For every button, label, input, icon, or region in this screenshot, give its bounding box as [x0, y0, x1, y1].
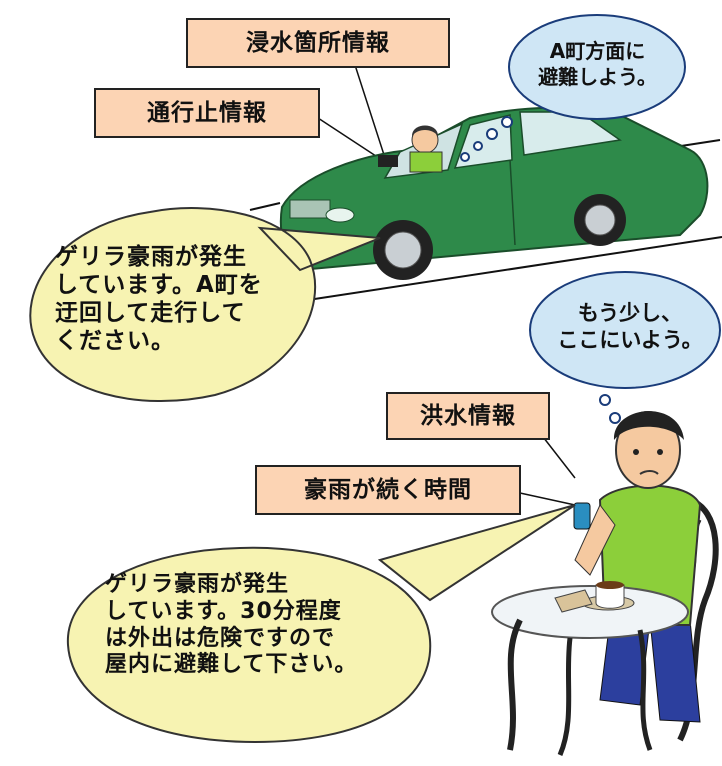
- navigation-message-line: ください。: [55, 328, 175, 355]
- person-thought-line: もう少し、: [577, 301, 683, 325]
- car-illustration: [279, 106, 709, 280]
- navigation-message-line: ゲリラ豪雨が発生: [55, 244, 247, 270]
- phone-message-line: ゲリラ豪雨が発生: [105, 572, 290, 597]
- driver-thought-bubble: [508, 14, 686, 120]
- navigation-message: ゲリラ豪雨が発生 しています。A町を 迂回して走行して ください。: [55, 243, 305, 355]
- phone-speech-bubble: [66, 504, 576, 744]
- road-closure-label: 通行止情報: [94, 88, 320, 138]
- person-thought-text: もう少し、 ここにいよう。: [540, 300, 720, 355]
- phone-message-line: しています。30分程度: [105, 598, 342, 624]
- phone-message-line: は外出は危険ですので: [105, 625, 336, 651]
- phone-message-line: 屋内に避難して下さい。: [105, 652, 358, 678]
- person-thought-bubble: [529, 271, 721, 389]
- driver-thought-text: A町方面に 避難しよう。: [520, 38, 675, 90]
- phone-message: ゲリラ豪雨が発生 しています。30分程度 は外出は危険ですので 屋内に避難して下…: [105, 572, 435, 679]
- navigation-message-line: しています。A町を: [55, 272, 263, 299]
- navigation-message-line: 迂回して走行して: [55, 300, 246, 327]
- flood-info-label: 洪水情報: [386, 392, 550, 440]
- cafe-table: [491, 581, 689, 756]
- rain-duration-label: 豪雨が続く時間: [255, 465, 521, 515]
- flood-location-label: 浸水箇所情報: [186, 18, 450, 68]
- person-thought-line: ここにいよう。: [557, 328, 703, 353]
- person-illustration: [573, 411, 719, 742]
- driver-thought-line: 避難しよう。: [538, 65, 657, 89]
- label-pointer-lines: [317, 64, 576, 506]
- navigation-speech-bubble: [29, 207, 381, 402]
- car-thought-trail: [460, 116, 513, 162]
- driver-thought-line: A町方面に: [549, 39, 646, 63]
